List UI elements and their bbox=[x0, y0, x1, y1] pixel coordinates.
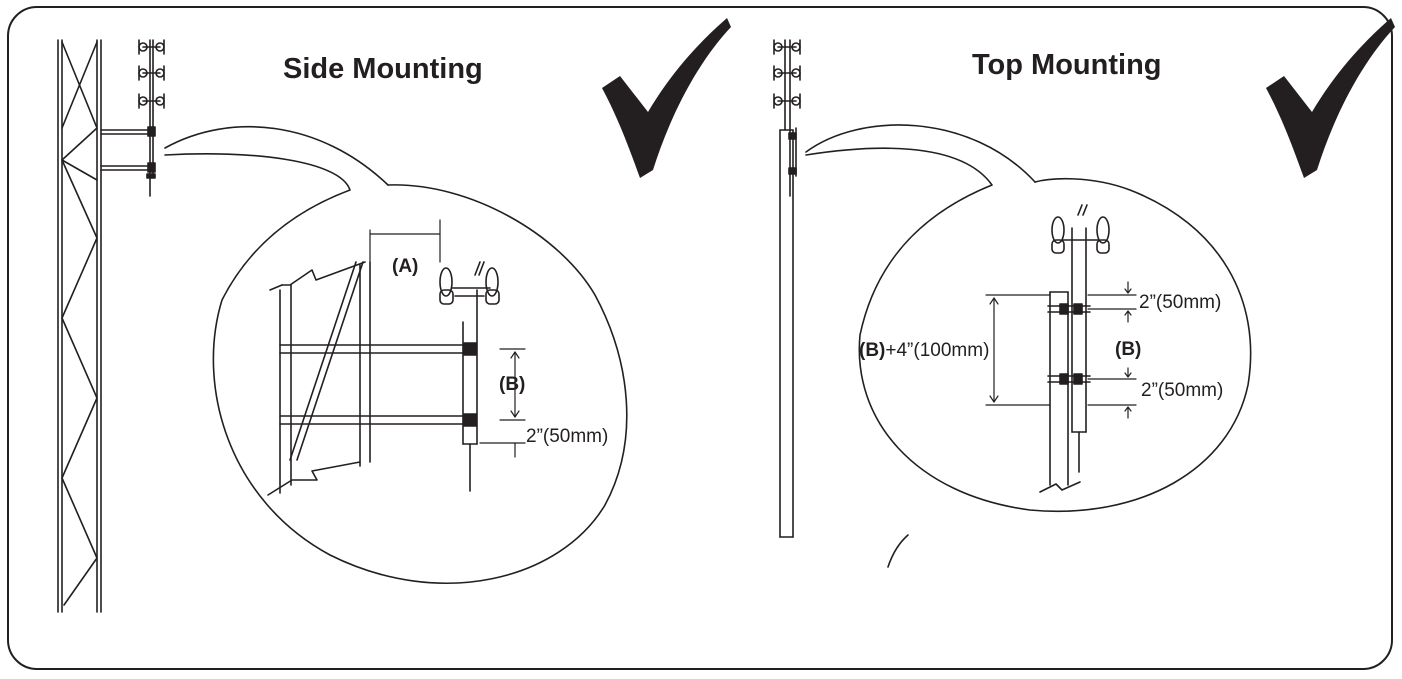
top-dimension-lines bbox=[985, 281, 1137, 419]
side-dimension-lines bbox=[369, 219, 526, 458]
checkmark-icon bbox=[602, 18, 731, 178]
top-pole bbox=[773, 39, 801, 538]
top-label-b-plus-prefix: (B) bbox=[859, 340, 886, 361]
side-callout-bubble bbox=[164, 126, 628, 584]
side-detail-antenna bbox=[439, 261, 500, 492]
top-label-b: (B) bbox=[1115, 339, 1142, 360]
top-callout-bubble bbox=[805, 124, 1252, 568]
top-label-b-plus-4in: (B)+4”(100mm) bbox=[859, 341, 989, 360]
top-mounting-title: Top Mounting bbox=[972, 49, 1162, 81]
side-tower bbox=[57, 39, 153, 613]
diagram-frame bbox=[7, 6, 1393, 670]
top-label-plus-text: +4”(100mm) bbox=[885, 340, 990, 361]
top-detail-pole bbox=[1039, 204, 1110, 493]
top-dimension-upper-2in: 2”(50mm) bbox=[1139, 292, 1222, 313]
side-small-sensor-1 bbox=[138, 39, 165, 109]
side-mounting-title: Side Mounting bbox=[283, 53, 483, 85]
checkmark-icon bbox=[1266, 18, 1395, 178]
top-dimension-lower-2in: 2”(50mm) bbox=[1141, 380, 1224, 401]
side-detail-tower bbox=[267, 261, 469, 496]
side-small-antenna bbox=[138, 39, 165, 197]
side-label-b: (B) bbox=[499, 374, 526, 395]
side-dimension-2in: 2”(50mm) bbox=[526, 426, 609, 447]
side-label-a: (A) bbox=[392, 256, 419, 277]
